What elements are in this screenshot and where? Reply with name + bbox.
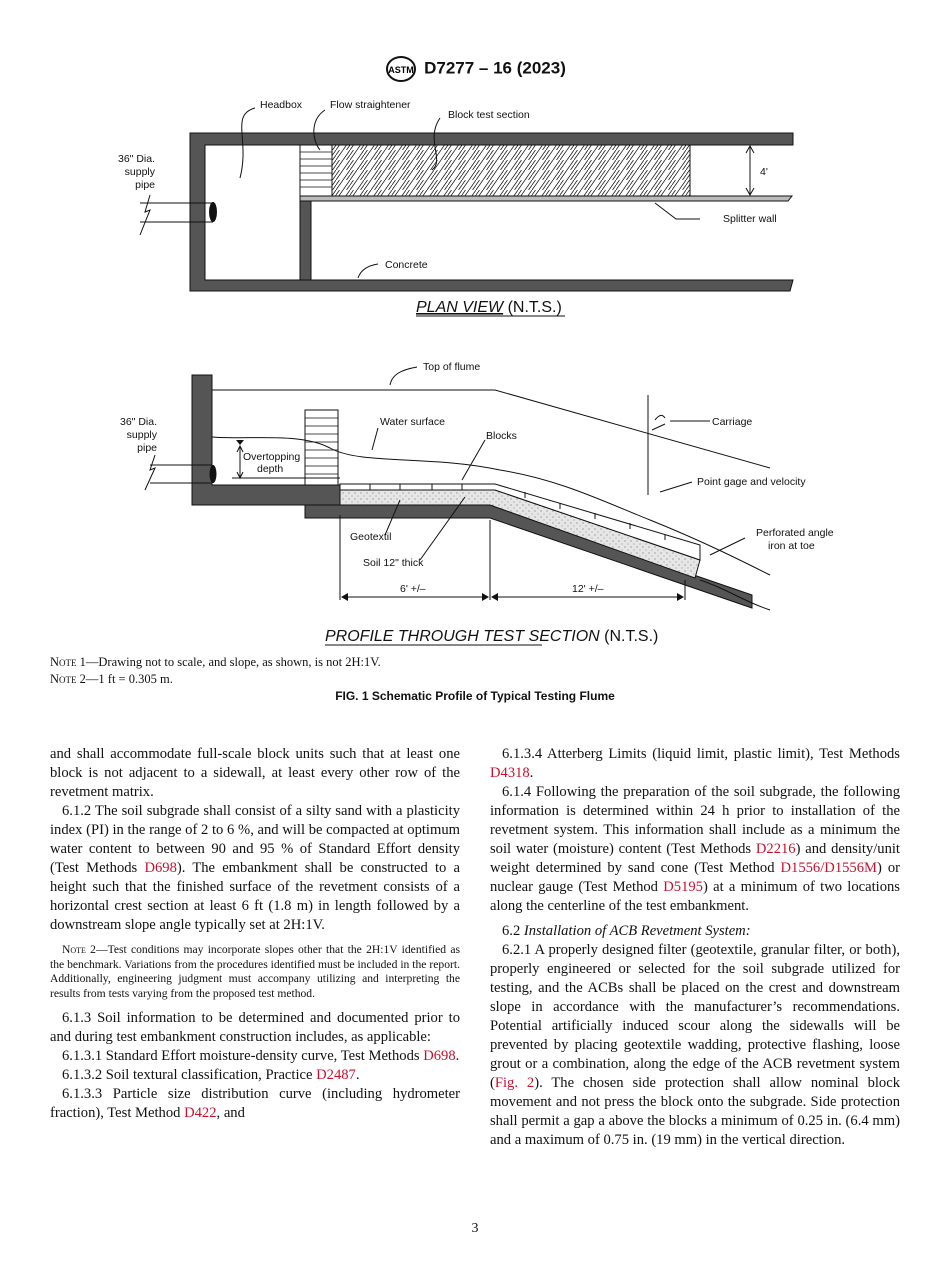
note-2: Note 2—1 ft = 0.305 m. [50, 672, 173, 686]
svg-text:PLAN VIEW (N.T.S.): PLAN VIEW (N.T.S.) [416, 299, 562, 316]
right-column: 6.1.3.4 Atterberg Limits (liquid limit, … [490, 745, 900, 1150]
reference-link[interactable]: D4318 [490, 765, 530, 781]
svg-text:iron at toe: iron at toe [768, 540, 815, 552]
paragraph: and shall accommodate full-scale block u… [50, 745, 460, 802]
text-span: 6.2 [502, 923, 524, 939]
supply-pipe [140, 202, 213, 223]
text-span: . [355, 1067, 360, 1083]
page-number: 3 [471, 1221, 479, 1236]
text-span: , and [216, 1105, 245, 1121]
paragraph: 6.1.4 Following the preparation of the s… [490, 783, 900, 916]
text-span: 6.1.3.2 Soil textural classification, Pr… [62, 1067, 317, 1083]
divider-wall [299, 197, 312, 281]
astm-logo-icon: ASTM [386, 56, 417, 82]
text-span: Note 2 [62, 943, 96, 956]
paragraph: 6.1.2 The soil subgrade shall consist of… [50, 802, 460, 935]
svg-text:Concrete: Concrete [385, 259, 428, 271]
reference-link[interactable]: D5195 [663, 879, 703, 895]
svg-text:pipe: pipe [135, 179, 155, 191]
text-span: ). The chosen side protection shall allo… [490, 1075, 900, 1148]
svg-text:PROFILE THROUGH TEST SECTION (: PROFILE THROUGH TEST SECTION (N.T.S.) [325, 628, 658, 645]
water-surface [211, 436, 771, 576]
text-span: . [529, 765, 534, 781]
designation: D7277 – 16 (2023) [424, 58, 566, 78]
text-span: Installation of ACB Revetment System: [523, 923, 751, 939]
reference-link[interactable]: D2216 [755, 841, 796, 857]
text-span: 6.1.3.3 Particle size distribution curve… [50, 1086, 460, 1121]
reference-link[interactable]: D698 [423, 1048, 456, 1064]
svg-text:Headbox: Headbox [260, 99, 303, 111]
reference-link[interactable]: Fig. 2 [494, 1075, 535, 1091]
text-span: ) at a minimum of two locations along th… [490, 879, 900, 914]
reference-link[interactable]: D2487 [316, 1067, 356, 1083]
svg-text:Block test section: Block test section [448, 109, 530, 121]
text-span: ) or nuclear gauge (Test Method [490, 860, 900, 895]
text-span: 6.1.3.1 Standard Effort moisture-density… [62, 1048, 424, 1064]
svg-text:depth: depth [257, 463, 283, 475]
paragraph: 6.2.1 A properly designed filter (geotex… [490, 941, 900, 1150]
reference-link[interactable]: D422 [184, 1105, 217, 1121]
plan-view: Headbox Flow straightener Block test sec… [118, 99, 794, 317]
text-span: —Test conditions may incorporate slopes … [50, 943, 460, 1000]
svg-text:Top of flume: Top of flume [423, 361, 480, 373]
svg-text:36" Dia.: 36" Dia. [118, 153, 155, 165]
text-span: 6.2.1 A properly designed filter (geotex… [490, 942, 900, 1091]
svg-text:Carriage: Carriage [712, 416, 752, 428]
svg-text:ASTM: ASTM [388, 65, 414, 75]
svg-text:36" Dia.: 36" Dia. [120, 416, 157, 428]
svg-text:Splitter wall: Splitter wall [723, 213, 777, 225]
svg-text:Geotextil: Geotextil [350, 531, 391, 543]
note-1: Note 1—Drawing not to scale, and slope, … [50, 655, 381, 669]
svg-text:supply: supply [127, 429, 158, 441]
top-of-flume [212, 389, 771, 469]
text-span: and shall accommodate full-scale block u… [50, 746, 460, 800]
svg-text:supply: supply [125, 166, 156, 178]
text-span: 6.1.4 Following the preparation of the s… [490, 784, 900, 857]
svg-text:Overtopping: Overtopping [243, 451, 300, 463]
splitter-wall [299, 195, 794, 202]
svg-text:Blocks: Blocks [486, 430, 517, 442]
text-span: ) and density/unit weight determined by … [490, 841, 900, 876]
page-header: ASTM D7277 – 16 (2023) [0, 56, 950, 82]
blocks [339, 483, 701, 561]
text-span: 6.1.2 The soil subgrade shall consist of… [50, 803, 460, 876]
svg-text:pipe: pipe [137, 442, 157, 454]
concrete-walls [189, 132, 794, 292]
text-span: 6.1.3.4 Atterberg Limits (liquid limit, … [502, 746, 900, 762]
paragraph: 6.2 Installation of ACB Revetment System… [490, 922, 900, 941]
text-span: . [455, 1048, 460, 1064]
text-span: ). The embankment shall be constructed t… [50, 860, 460, 933]
reference-link[interactable]: D1556/D1556M [780, 860, 877, 876]
svg-text:Flow straightener: Flow straightener [330, 99, 411, 111]
svg-text:6' +/–: 6' +/– [400, 583, 426, 595]
figure-1-flume-schematic: Headbox Flow straightener Block test sec… [118, 99, 834, 646]
profile-view: Top of flume 36" Dia. supply pipe Water … [120, 361, 834, 646]
left-column: and shall accommodate full-scale block u… [50, 745, 460, 1123]
svg-text:Point gage and velocity: Point gage and velocity [697, 476, 806, 488]
block-test-section [331, 144, 691, 197]
paragraph: 6.1.3.4 Atterberg Limits (liquid limit, … [490, 745, 900, 783]
note-paragraph: Note 2—Test conditions may incorporate s… [50, 943, 460, 1001]
svg-text:Water surface: Water surface [380, 416, 445, 428]
paragraph: 6.1.3 Soil information to be determined … [50, 1009, 460, 1047]
figure-notes: Note 1—Drawing not to scale, and slope, … [50, 654, 381, 688]
text-span: 6.1.3 Soil information to be determined … [50, 1010, 460, 1045]
paragraph: 6.1.3.2 Soil textural classification, Pr… [50, 1066, 460, 1085]
svg-text:Perforated angle: Perforated angle [756, 527, 834, 539]
svg-text:Soil 12" thick: Soil 12" thick [363, 557, 424, 569]
svg-text:12' +/–: 12' +/– [572, 583, 604, 595]
paragraph: 6.1.3.3 Particle size distribution curve… [50, 1085, 460, 1123]
figure-caption: FIG. 1 Schematic Profile of Typical Test… [335, 689, 615, 703]
reference-link[interactable]: D698 [144, 860, 177, 876]
paragraph: 6.1.3.1 Standard Effort moisture-density… [50, 1047, 460, 1066]
svg-text:4': 4' [760, 166, 768, 178]
